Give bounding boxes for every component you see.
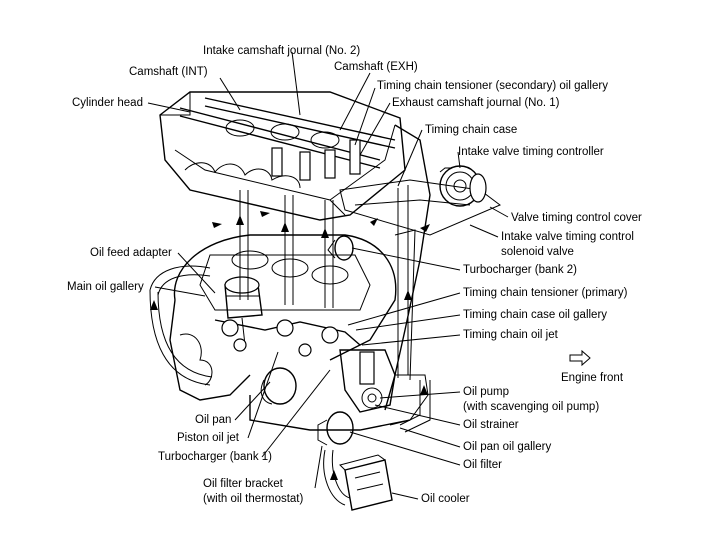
label-turbocharger-bank1: Turbocharger (bank 1): [158, 451, 272, 463]
label-oil-filter-bracket-line2: (with oil thermostat): [203, 493, 304, 505]
oil-filter: [317, 411, 354, 446]
label-turbocharger-bank2: Turbocharger (bank 2): [463, 264, 577, 276]
label-cylinder-head: Cylinder head: [72, 97, 143, 109]
label-oil-pump-line1: Oil pump: [463, 386, 509, 398]
oil-lines: [149, 185, 431, 506]
label-timing-chain-case: Timing chain case: [425, 124, 517, 136]
label-case-oil-gallery: Timing chain case oil gallery: [463, 309, 607, 321]
label-oil-cooler: Oil cooler: [421, 493, 470, 505]
label-intake-valve-timing-controller: Intake valve timing controller: [458, 146, 604, 158]
crankshaft: [214, 319, 361, 357]
label-main-oil-gallery: Main oil gallery: [67, 281, 144, 293]
piston: [224, 276, 263, 346]
label-camshaft-int: Camshaft (INT): [129, 66, 208, 78]
label-intake-camshaft-journal: Intake camshaft journal (No. 2): [203, 45, 360, 57]
oil-pump-assembly: [249, 349, 429, 431]
label-camshaft-exh: Camshaft (EXH): [334, 61, 418, 73]
turbochargers: [260, 235, 354, 405]
label-solenoid-valve-line2: solenoid valve: [501, 246, 574, 258]
label-solenoid-valve-line1: Intake valve timing control: [501, 231, 634, 243]
label-tensioner-secondary-gallery: Timing chain tensioner (secondary) oil g…: [377, 80, 608, 92]
label-oil-strainer: Oil strainer: [463, 419, 519, 431]
engine-front-arrow-icon: [569, 349, 591, 367]
flow-arrows: [150, 211, 430, 480]
label-piston-oil-jet: Piston oil jet: [177, 432, 240, 444]
label-oil-pan: Oil pan: [195, 414, 231, 426]
valve-timing-controller: [439, 165, 487, 207]
label-oil-feed-adapter: Oil feed adapter: [90, 247, 172, 259]
label-oil-pan-oil-gallery: Oil pan oil gallery: [463, 441, 551, 453]
label-oil-pump-line2: (with scavenging oil pump): [463, 401, 599, 413]
oil-cooler: [339, 454, 393, 511]
label-valve-timing-control-cover: Valve timing control cover: [511, 212, 642, 224]
label-oil-filter: Oil filter: [463, 459, 502, 471]
label-engine-front: Engine front: [561, 372, 624, 384]
cylinder-block: [169, 234, 397, 401]
callout-labels: Intake camshaft journal (No. 2) Camshaft…: [67, 45, 642, 505]
label-oil-filter-bracket-line1: Oil filter bracket: [203, 478, 284, 490]
label-exhaust-camshaft-journal: Exhaust camshaft journal (No. 1): [392, 97, 560, 109]
leader-lines: [147, 51, 509, 500]
label-tensioner-primary: Timing chain tensioner (primary): [463, 287, 628, 299]
label-timing-chain-oil-jet: Timing chain oil jet: [463, 329, 559, 341]
